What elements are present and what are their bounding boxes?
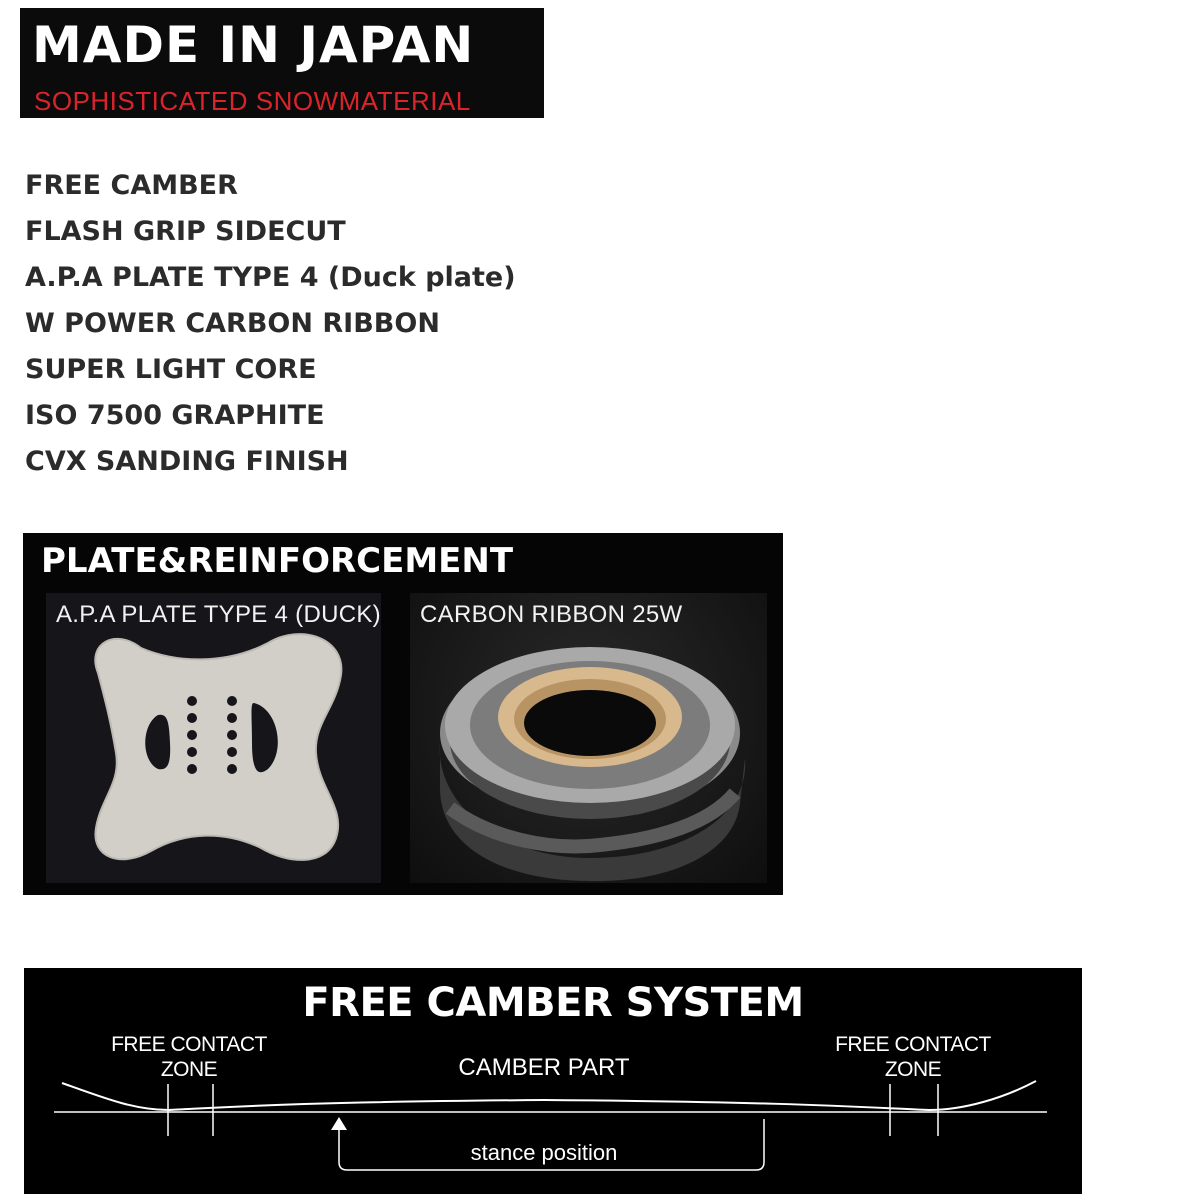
feature-item: FLASH GRIP SIDECUT [25, 216, 346, 247]
camber-panel-title: FREE CAMBER SYSTEM [302, 980, 804, 1026]
made-in-japan-badge: MADE IN JAPAN SOPHISTICATED SNOWMATERIAL [20, 8, 544, 118]
feature-item: A.P.A PLATE TYPE 4 (Duck plate) [25, 262, 516, 293]
free-contact-zone-left-label: FREE CONTACT ZONE [111, 1033, 267, 1081]
free-camber-system-panel: FREE CAMBER SYSTEM FREE CONTACT ZONE FRE… [24, 968, 1082, 1194]
camber-profile-diagram [54, 1080, 1047, 1171]
stance-position-label: stance position [470, 1140, 618, 1165]
feature-item: SUPER LIGHT CORE [25, 354, 317, 385]
duck-plate-caption: A.P.A PLATE TYPE 4 (DUCK) [56, 601, 381, 628]
carbon-ribbon-photo: CARBON RIBBON 25W [410, 593, 767, 883]
badge-subtitle: SOPHISTICATED SNOWMATERIAL [34, 86, 471, 116]
stance-arrow-icon [331, 1117, 347, 1130]
feature-item: CVX SANDING FINISH [25, 446, 349, 477]
carbon-ribbon-image [439, 647, 746, 882]
camber-part-label: CAMBER PART [458, 1054, 630, 1081]
feature-item: W POWER CARBON RIBBON [25, 308, 440, 339]
plate-reinforcement-panel: PLATE&REINFORCEMENT A.P.A PLATE TYPE 4 (… [23, 533, 783, 895]
board-profile-line [61, 1080, 1037, 1112]
duck-plate-photo: A.P.A PLATE TYPE 4 (DUCK) [46, 593, 381, 883]
stance-bracket [338, 1119, 765, 1171]
duck-plate-image [94, 633, 343, 861]
plate-panel-title: PLATE&REINFORCEMENT [41, 541, 514, 581]
carbon-ribbon-caption: CARBON RIBBON 25W [420, 601, 683, 628]
badge-title: MADE IN JAPAN [32, 16, 475, 74]
feature-item: ISO 7500 GRAPHITE [25, 400, 325, 431]
free-contact-zone-right-label: FREE CONTACT ZONE [835, 1033, 991, 1081]
feature-list: FREE CAMBER FLASH GRIP SIDECUT A.P.A PLA… [25, 167, 516, 489]
feature-item: FREE CAMBER [25, 170, 238, 201]
